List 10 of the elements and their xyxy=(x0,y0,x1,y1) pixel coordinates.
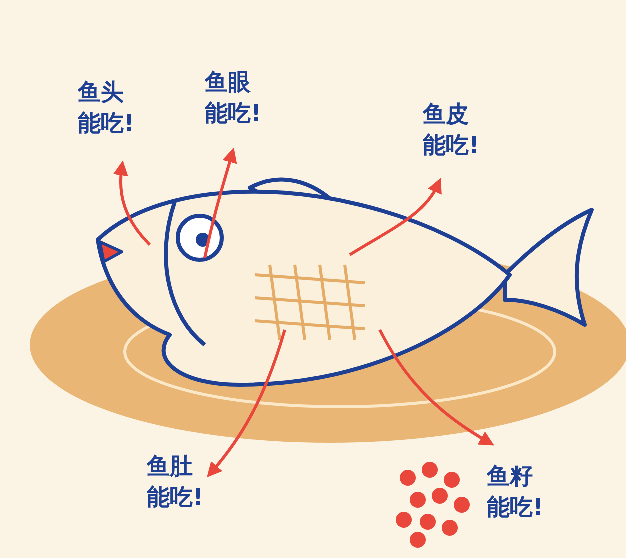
arrow xyxy=(349,178,442,256)
arrow xyxy=(207,330,286,478)
part-label: 鱼籽能吃! xyxy=(487,462,550,524)
part-label: 鱼肚能吃! xyxy=(147,452,210,514)
arrow xyxy=(114,160,152,246)
part-label: 鱼眼能吃! xyxy=(205,68,268,130)
arrow xyxy=(378,329,494,446)
part-label: 鱼头能吃! xyxy=(78,78,140,140)
part-label: 鱼皮能吃! xyxy=(423,100,486,162)
arrow xyxy=(204,148,238,258)
